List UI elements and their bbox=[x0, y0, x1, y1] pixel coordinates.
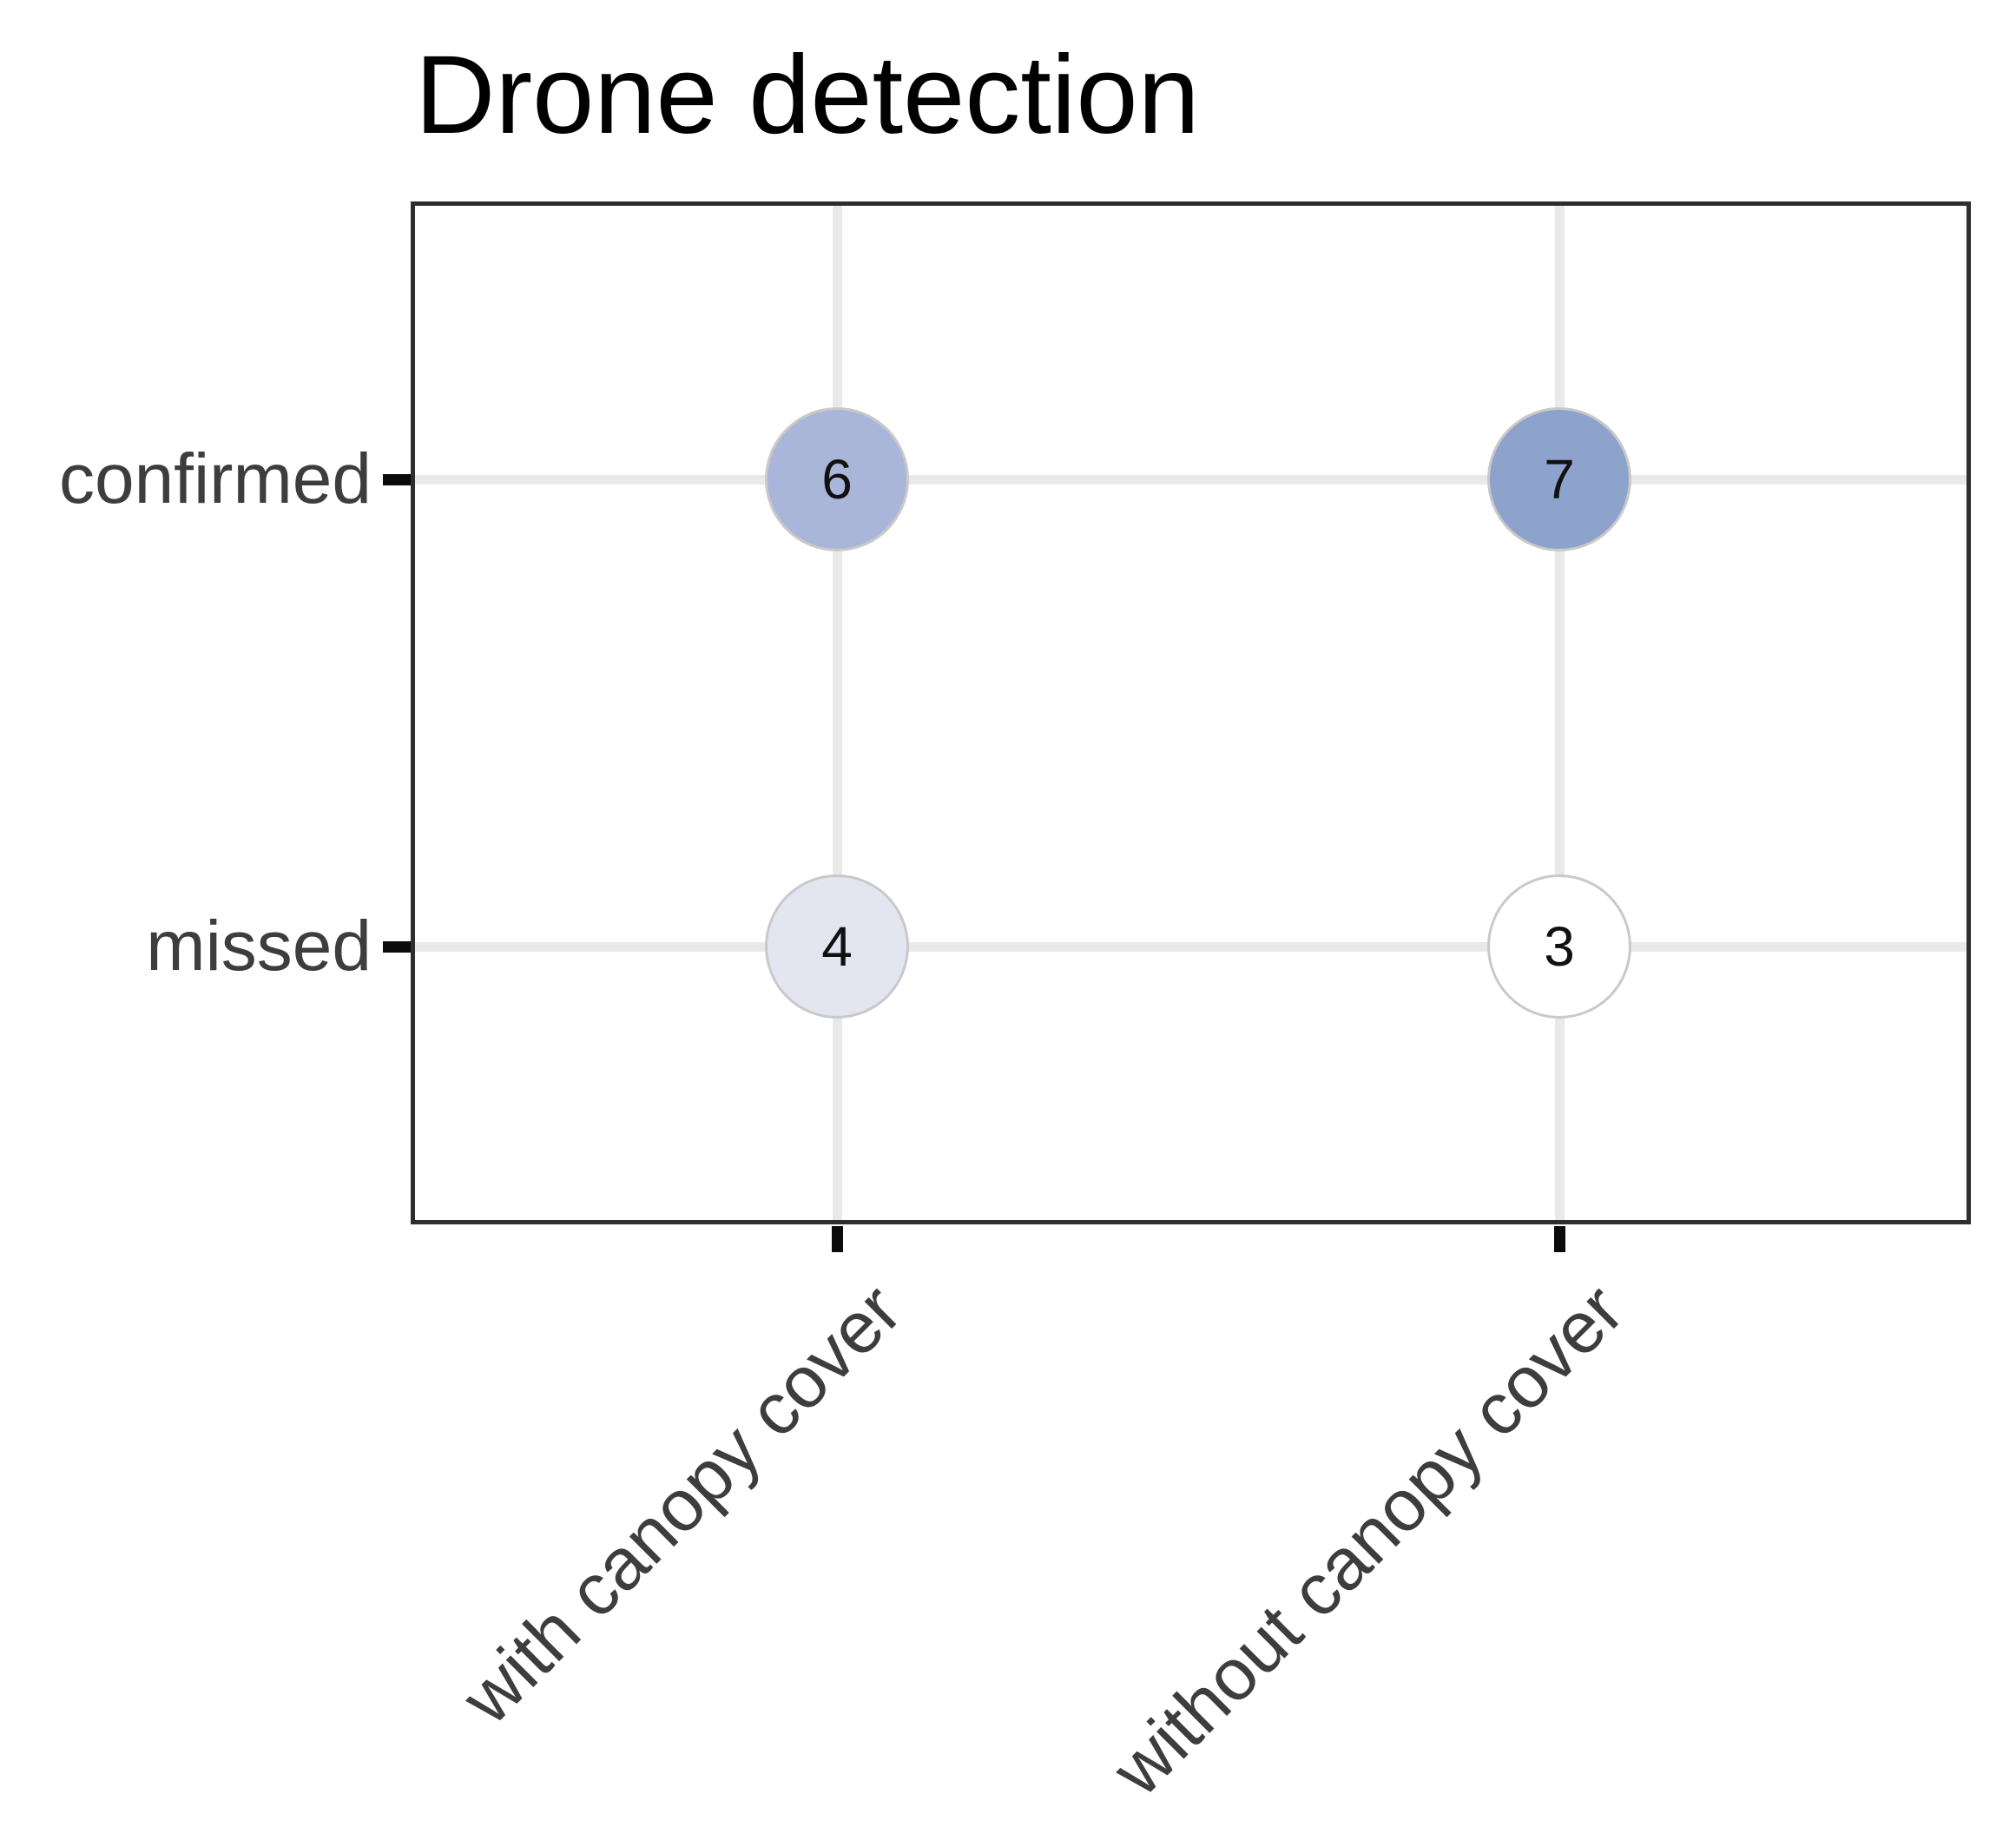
balloon-value-label: 4 bbox=[821, 915, 853, 978]
gridline-horizontal bbox=[415, 475, 1967, 485]
x-axis-tick bbox=[1554, 1226, 1565, 1252]
plot-area: 6 7 4 3 bbox=[411, 201, 1971, 1224]
y-axis-label: confirmed bbox=[58, 439, 372, 518]
y-axis-tick bbox=[383, 474, 411, 485]
x-axis-label: without canopy cover bbox=[1096, 1268, 1639, 1811]
balloon-value-label: 3 bbox=[1544, 915, 1575, 978]
balloon-point: 3 bbox=[1487, 874, 1631, 1019]
balloon-value-label: 6 bbox=[821, 448, 853, 511]
balloon-point: 6 bbox=[765, 407, 909, 551]
balloon-point: 7 bbox=[1487, 407, 1631, 551]
x-axis-label: with canopy cover bbox=[445, 1268, 917, 1739]
balloon-point: 4 bbox=[765, 874, 909, 1019]
gridline-vertical bbox=[1555, 206, 1565, 1220]
y-axis-tick bbox=[383, 941, 411, 953]
gridline-horizontal bbox=[415, 942, 1967, 952]
chart-title: Drone detection bbox=[415, 33, 1200, 157]
balloon-value-label: 7 bbox=[1544, 448, 1575, 511]
gridline-vertical bbox=[833, 206, 842, 1220]
x-axis-tick bbox=[832, 1226, 843, 1252]
y-axis-label: missed bbox=[146, 907, 372, 986]
